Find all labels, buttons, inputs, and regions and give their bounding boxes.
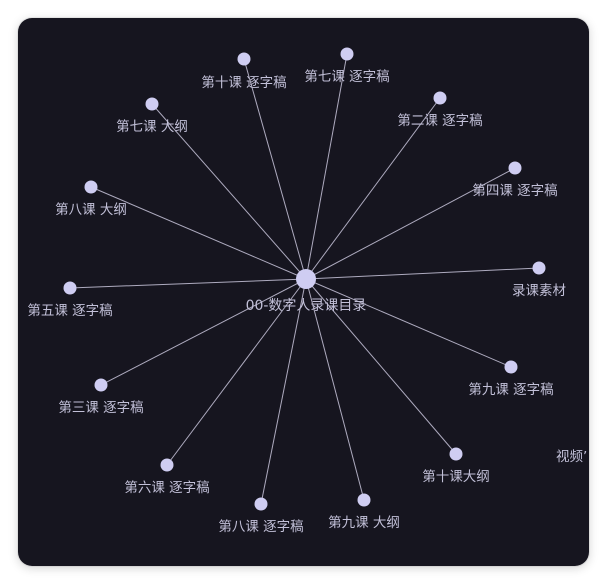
edges-layer <box>69 53 540 505</box>
graph-node-center[interactable] <box>296 269 316 289</box>
graph-node-n1[interactable] <box>237 52 251 66</box>
edge-n6 <box>90 186 307 280</box>
graph-node-n11[interactable] <box>449 447 463 461</box>
edge-n10 <box>100 278 307 386</box>
node-label-n8: 第五课 逐字稿 <box>27 302 112 319</box>
edge-n5 <box>305 167 516 280</box>
graph-node-n6[interactable] <box>84 180 98 194</box>
node-label-n12: 第六课 逐字稿 <box>124 479 209 496</box>
graph-node-n13[interactable] <box>254 497 268 511</box>
node-label-n14: 第九课 大纲 <box>328 514 400 531</box>
edge-n11 <box>305 278 457 455</box>
node-label-n13: 第八课 逐字稿 <box>218 518 303 535</box>
nodes-layer <box>63 47 546 511</box>
graph-node-n10[interactable] <box>94 378 108 392</box>
edge-n4 <box>151 103 307 280</box>
edge-n13 <box>260 278 307 505</box>
floating-label: 视频’ <box>556 449 587 465</box>
node-label-n3: 第二课 逐字稿 <box>397 112 482 129</box>
graph-node-n9[interactable] <box>504 360 518 374</box>
node-label-n7: 录课素材 <box>512 283 566 299</box>
edge-n7 <box>305 267 540 280</box>
graph-node-n7[interactable] <box>532 261 546 275</box>
node-label-n6: 第八课 大纲 <box>55 201 127 218</box>
node-label-n9: 第九课 逐字稿 <box>468 381 553 398</box>
edge-n3 <box>305 97 441 280</box>
node-label-n1: 第十课 逐字稿 <box>201 74 286 91</box>
node-label-n2: 第七课 逐字稿 <box>304 68 389 85</box>
graph-node-n4[interactable] <box>145 97 159 111</box>
edge-n1 <box>243 58 307 280</box>
node-label-center: 00-数字人录课目录 <box>246 298 367 314</box>
node-label-n11: 第十课大纲 <box>422 468 490 485</box>
node-label-n5: 第四课 逐字稿 <box>472 182 557 199</box>
edge-n2 <box>305 53 348 280</box>
graph-node-n14[interactable] <box>357 493 371 507</box>
node-label-n10: 第三课 逐字稿 <box>58 399 143 416</box>
edge-n8 <box>69 278 307 289</box>
edge-n12 <box>166 278 307 466</box>
edge-n14 <box>305 278 365 501</box>
graph-node-n5[interactable] <box>508 161 522 175</box>
edge-n9 <box>305 278 512 368</box>
graph-node-n2[interactable] <box>340 47 354 61</box>
graph-node-n8[interactable] <box>63 281 77 295</box>
graph-node-n3[interactable] <box>433 91 447 105</box>
graph-node-n12[interactable] <box>160 458 174 472</box>
graph-view-window: 第十课 逐字稿 第七课 逐字稿第二课 逐字稿 第七课 大纲第四课 逐字稿第八课 大纲… <box>18 18 589 566</box>
node-label-n4: 第七课 大纲 <box>116 118 188 135</box>
